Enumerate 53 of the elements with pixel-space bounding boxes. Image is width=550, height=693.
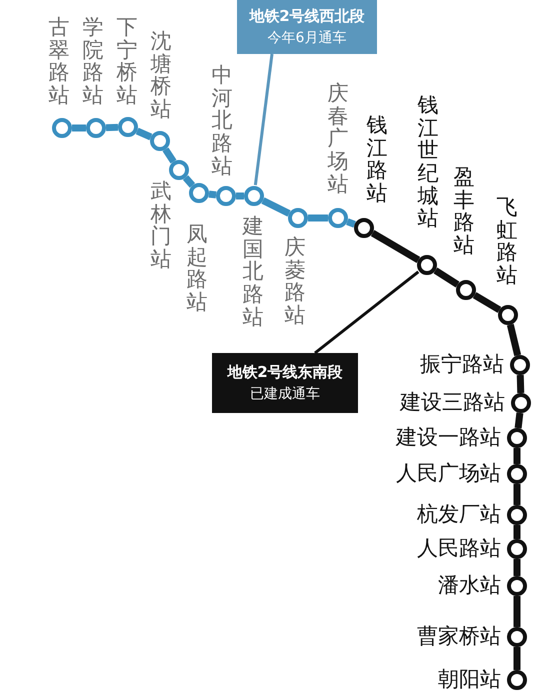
line-segment <box>514 448 520 464</box>
line-segment <box>346 218 356 228</box>
station-name: 钱江路站 <box>366 114 388 205</box>
line-segment <box>162 147 176 164</box>
station-name: 古翠路站 <box>48 16 70 107</box>
station-name: 潘水站 <box>438 575 501 596</box>
line-segment <box>514 647 520 670</box>
line-segment <box>261 197 291 217</box>
callout-text: 已建成通车 <box>249 385 321 404</box>
station-name: 杭发厂站 <box>417 504 501 525</box>
callout-title: 地铁2号线东南段 <box>226 362 344 383</box>
line-segment <box>208 190 216 198</box>
station-name: 建设三路站 <box>400 392 505 413</box>
callout-text: 今年6月通车 <box>266 29 348 48</box>
station-name: 下宁桥站 <box>116 16 138 107</box>
station-name: 沈塘桥站 <box>150 30 172 121</box>
line-segment <box>136 128 152 140</box>
line-segment <box>72 124 86 132</box>
line-segment <box>236 192 244 200</box>
line-segment <box>514 559 520 576</box>
line-segment <box>434 267 460 288</box>
callout-title: 地铁2号线西北段 <box>248 6 366 27</box>
callout-box <box>212 353 358 413</box>
station-name: 曹家桥站 <box>417 626 501 647</box>
station-name: 庆春广场站 <box>327 82 350 196</box>
line-segment <box>506 324 522 356</box>
station-name: 凤起路站 <box>186 223 208 314</box>
station-name: 中河北路站 <box>211 64 234 178</box>
line-segment <box>514 412 524 428</box>
station-name: 建国北路站 <box>242 215 264 328</box>
station-name: 振宁路站 <box>420 354 504 375</box>
line-segment <box>106 124 118 132</box>
station-name: 飞虹路站 <box>496 196 518 287</box>
callout-box <box>237 0 377 54</box>
station-name: 武林门站 <box>150 180 172 271</box>
line-segment <box>472 292 502 313</box>
station-name: 钱江世纪城站 <box>417 94 440 230</box>
station-name: 人民路站 <box>417 538 501 559</box>
station-name: 盈丰路站 <box>453 166 476 257</box>
line-segment <box>516 374 524 394</box>
line-segment <box>370 230 420 263</box>
leader-line <box>314 270 420 354</box>
station-name: 建设一路站 <box>396 427 501 448</box>
line-segment <box>182 175 196 188</box>
station-name: 庆菱路站 <box>284 236 306 327</box>
station-name: 朝阳站 <box>438 669 501 690</box>
line-segment <box>514 596 520 627</box>
line-segment <box>308 214 328 222</box>
station-name: 人民广场站 <box>396 463 501 484</box>
leader-line <box>254 54 274 186</box>
station-name: 学院路站 <box>82 16 104 107</box>
line-segment <box>514 484 520 505</box>
line-segment <box>514 525 520 539</box>
